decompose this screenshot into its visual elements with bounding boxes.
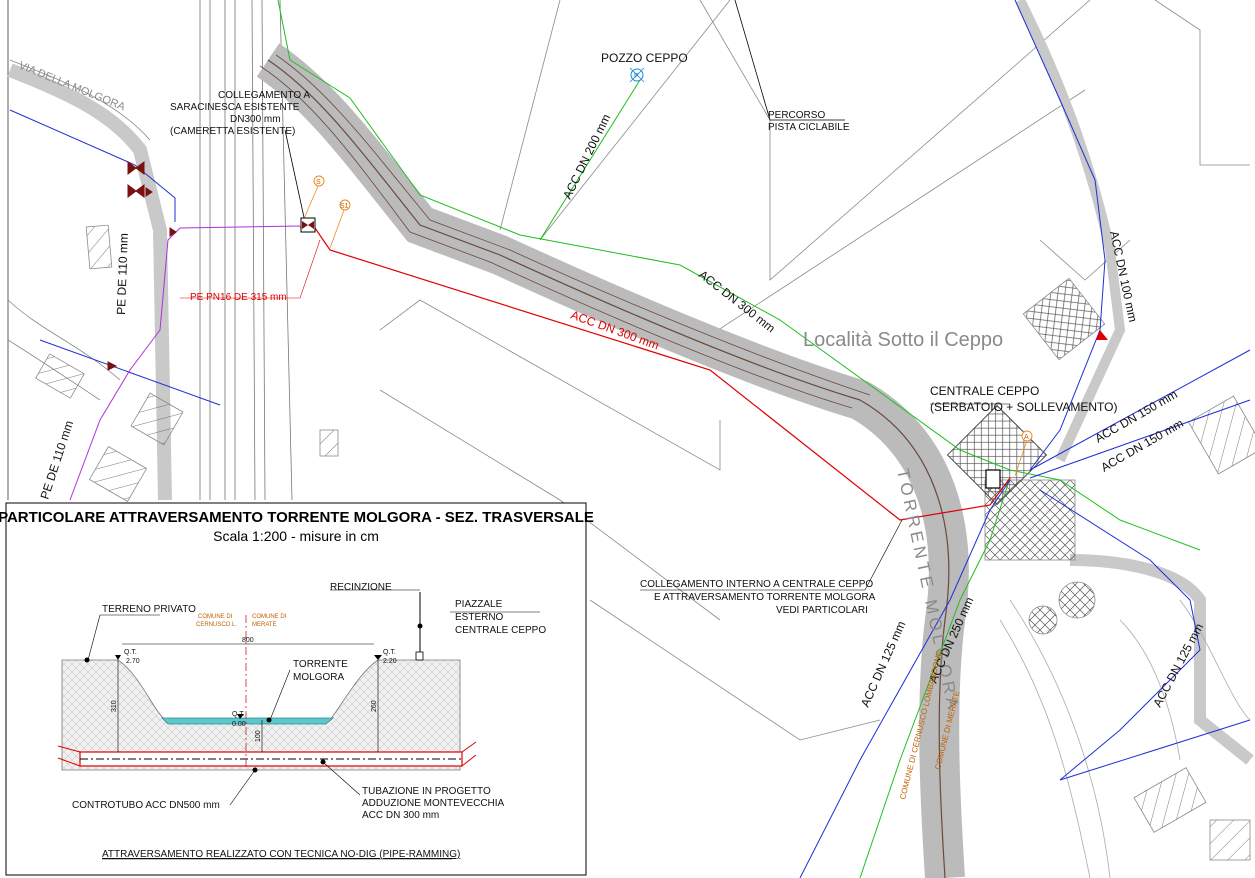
internal-line3: VEDI PARTICOLARI	[776, 605, 868, 616]
bike-path-line2: PISTA CICLABILE	[768, 122, 850, 133]
marker-p: P	[634, 73, 639, 80]
bike-path-line1: PERCORSO	[768, 110, 825, 121]
green-pipe-200	[539, 79, 641, 241]
torrente-1: TORRENTE	[293, 659, 348, 670]
connection-line3: DN300 mm	[230, 114, 281, 125]
detail-title: PARTICOLARE ATTRAVERSAMENTO TORRENTE MOL…	[0, 509, 594, 526]
torrente-2: MOLGORA	[293, 672, 344, 683]
pipe-label-200: ACC DN 200 mm	[560, 112, 613, 201]
purple-pipe	[69, 225, 301, 501]
place-label: Località Sotto il Ceppo	[803, 329, 1003, 351]
internal-line2: E ATTRAVERSAMENTO TORRENTE MOLGORA	[654, 592, 876, 603]
railway	[199, 0, 293, 501]
piazzale-2: ESTERNO	[455, 612, 504, 623]
tubazione-1: TUBAZIONE IN PROGETTO	[362, 786, 491, 797]
valve-markers	[107, 161, 177, 371]
blue-pipe-left	[9, 109, 221, 406]
qt-left-value: 2.70	[126, 658, 140, 665]
connection-line2: SARACINESCA ESISTENTE	[170, 102, 300, 113]
well-label: POZZO CEPPO	[601, 51, 688, 65]
station-line1: CENTRALE CEPPO	[930, 384, 1039, 398]
qt-center-value: 0.00	[232, 721, 246, 728]
blue-pipe-150	[1029, 349, 1251, 479]
piazzale-1: PIAZZALE	[455, 599, 503, 610]
pipe-label-pe-pn16: PE PN16 DE 315 mm	[190, 292, 287, 303]
river-band	[256, 43, 969, 878]
dim-width: 800	[242, 637, 254, 644]
comune-right-2: MERATE	[252, 622, 277, 628]
map-base	[7, 0, 1255, 878]
green-pipe-250	[859, 477, 1011, 878]
pipe-label-125-a: ACC DN 125 mm	[858, 619, 908, 709]
dim-center: 100	[255, 730, 262, 742]
pipes	[9, 0, 1251, 878]
qt-center-label: Q.T.	[232, 711, 245, 718]
recinzione-label: RECINZIONE	[330, 582, 392, 593]
footer-note: ATTRAVERSAMENTO REALIZZATO CON TECNICA N…	[102, 849, 460, 860]
comune-right-1: COMUNE DI	[252, 614, 287, 620]
station-line2: (SERBATOIO + SOLLEVAMENTO)	[930, 400, 1118, 414]
blue-pipe-125-right	[1039, 489, 1251, 781]
connection-line4: (CAMERETTA ESISTENTE)	[170, 126, 295, 137]
connection-line1: COLLEGAMENTO A	[218, 90, 310, 101]
comune-left-1: COMUNE DI	[198, 614, 233, 620]
qt-left-label: Q.T.	[124, 649, 137, 656]
marker-s1: S1	[340, 203, 349, 210]
comune-left-2: CERNUSCO L.	[196, 622, 237, 628]
blue-pipe-125-left	[799, 479, 1011, 878]
tubazione-2: ADDUZIONE MONTEVECCHIA	[362, 798, 505, 809]
detail-subtitle: Scala 1:200 - misure in cm	[213, 528, 379, 544]
blue-pipe-100	[1014, 0, 1106, 471]
red-pipe-300	[314, 227, 1011, 521]
pipe-label-pe-110-b: PE DE 110 mm	[38, 419, 77, 501]
tubazione-3: ACC DN 300 mm	[362, 810, 439, 821]
water	[161, 717, 335, 725]
green-pipe-main	[277, 0, 1201, 551]
marker-a: A	[1024, 434, 1029, 441]
dim-right: 260	[371, 700, 378, 712]
controtubo-label: CONTROTUBO ACC DN500 mm	[72, 800, 220, 811]
dim-left: 310	[111, 700, 118, 712]
detail-panel: PARTICOLARE ATTRAVERSAMENTO TORRENTE MOL…	[0, 502, 594, 876]
qt-right-value: 2.20	[383, 658, 397, 665]
qt-right-label: Q.T.	[383, 649, 396, 656]
marker-s: S	[316, 179, 321, 186]
piazzale-3: CENTRALE CEPPO	[455, 625, 546, 636]
pipe-label-pe-110-a: PE DE 110 mm	[114, 233, 131, 315]
internal-line1: COLLEGAMENTO INTERNO A CENTRALE CEPPO	[640, 579, 873, 590]
terreno-label: TERRENO PRIVATO	[102, 604, 196, 615]
